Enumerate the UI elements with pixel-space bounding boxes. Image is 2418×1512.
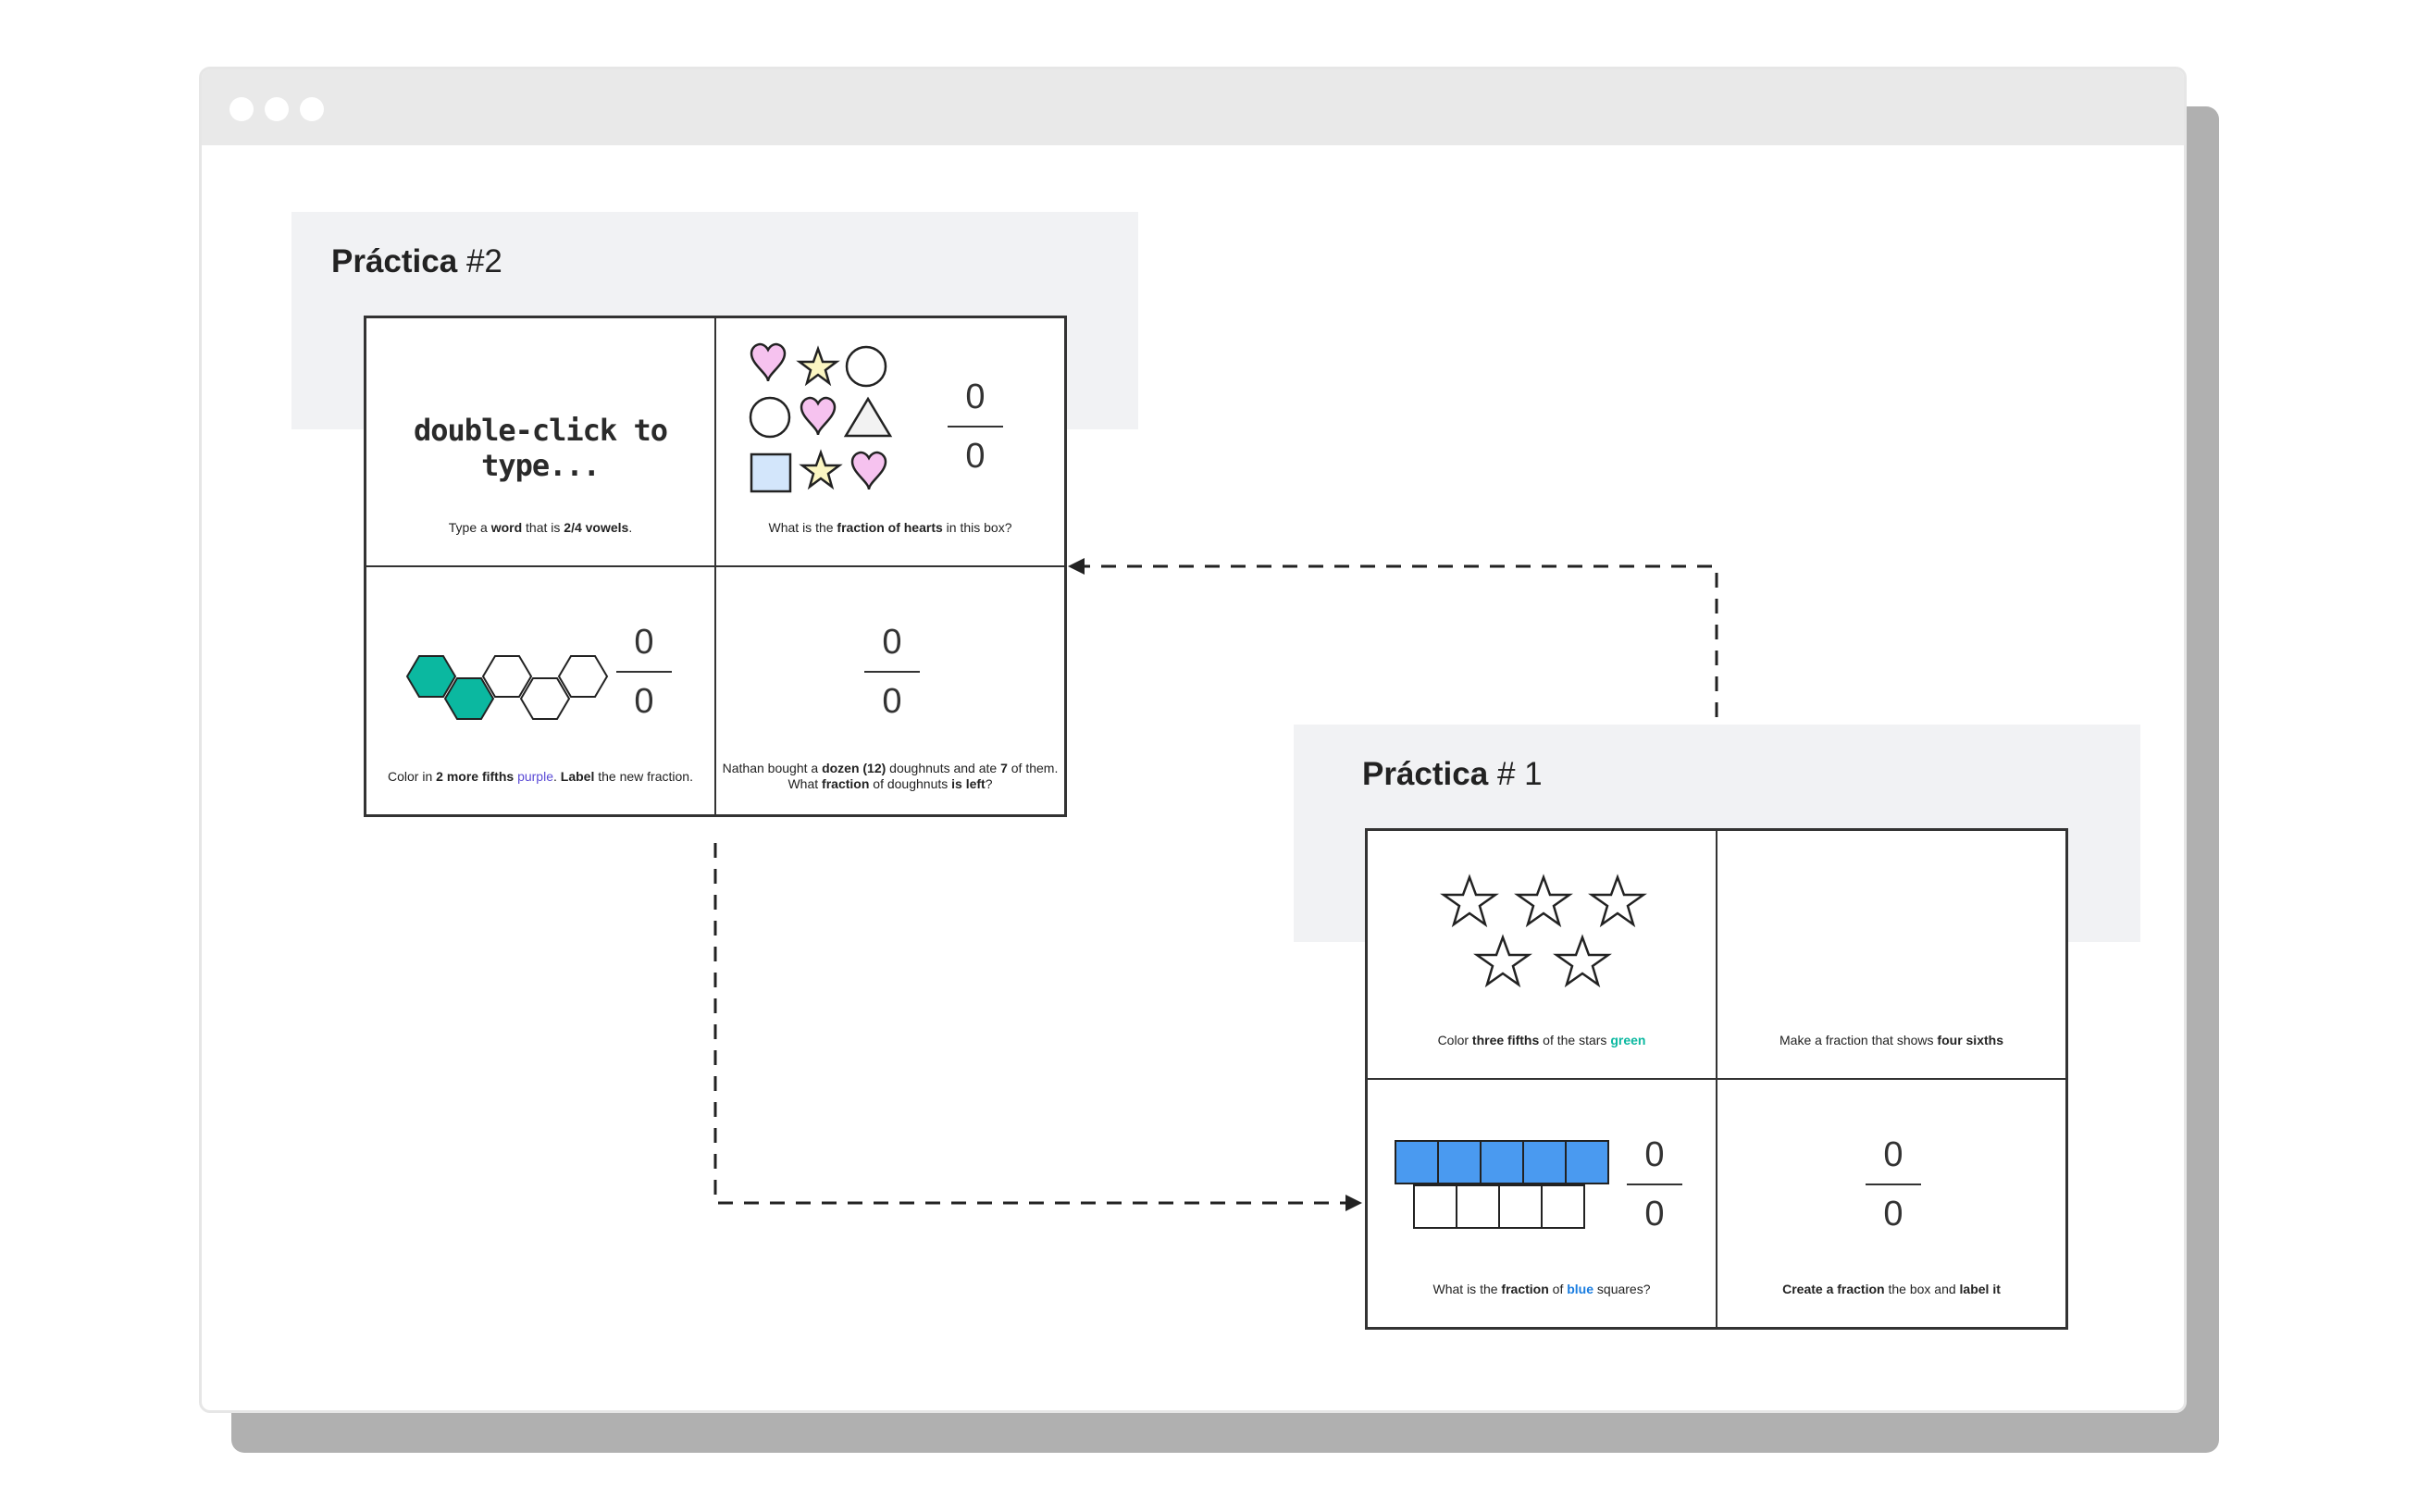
cell-doughnuts[interactable]: 0 0 Nathan bought a dozen (12) doughnuts… — [715, 566, 1065, 815]
square-icon — [1395, 1140, 1439, 1184]
star-icon — [1473, 934, 1532, 988]
numerator[interactable]: 0 — [634, 623, 654, 662]
hexagon-icon — [519, 677, 571, 720]
title-bold: Práctica — [331, 243, 458, 279]
star-icon — [1440, 874, 1499, 928]
window-control-dot[interactable] — [265, 97, 289, 121]
cell-caption: What is the fraction of hearts in this b… — [768, 520, 1012, 535]
fraction-display[interactable]: 0 0 — [864, 619, 920, 725]
fraction-bar — [616, 671, 672, 673]
triangle-icon — [843, 396, 893, 438]
hexagon-icon — [557, 655, 609, 698]
square-icon — [1413, 1184, 1457, 1229]
hexagon-icon — [405, 655, 457, 698]
double-click-text[interactable]: double-click to type... — [414, 413, 668, 483]
cell-fraction-hearts[interactable]: 0 0 What is the fraction of hearts in th… — [715, 317, 1065, 566]
window-control-dot[interactable] — [229, 97, 254, 121]
denominator[interactable]: 0 — [634, 682, 654, 721]
circle-icon — [845, 345, 887, 388]
title-rest: # 1 — [1488, 756, 1543, 792]
practica-2-grid: double-click to type... Type a word that… — [364, 316, 1067, 817]
title-rest: #2 — [457, 243, 502, 279]
cell-caption: What is the fraction of blue squares? — [1432, 1282, 1651, 1296]
stars-group — [1440, 874, 1647, 988]
cell-caption: Create a fraction the box and label it — [1782, 1282, 2001, 1296]
numerator[interactable]: 0 — [882, 623, 902, 662]
numerator[interactable]: 0 — [1883, 1135, 1903, 1174]
fraction-bar — [864, 671, 920, 673]
connector-arrows — [713, 558, 1718, 1211]
arrow-up-left — [1068, 558, 1718, 717]
hexagon-icon — [443, 677, 495, 720]
fraction-bar — [948, 426, 1003, 428]
cell-stars[interactable]: Color three fifths of the stars green — [1367, 830, 1717, 1079]
arrow-down-right — [713, 843, 1362, 1211]
fraction-display[interactable]: 0 0 — [948, 374, 1003, 479]
cell-caption: Type a word that is 2/4 vowels. — [448, 520, 633, 535]
cell-caption: Color in 2 more fifths purple. Label the… — [388, 769, 693, 784]
shapes-group — [749, 342, 893, 493]
fraction-display[interactable]: 0 0 — [1627, 1132, 1682, 1237]
square-icon — [1541, 1184, 1585, 1229]
star-icon — [796, 345, 840, 387]
fraction-bar — [1866, 1184, 1921, 1185]
cell-caption: Nathan bought a dozen (12) doughnuts and… — [722, 761, 1059, 791]
cell-blue-squares[interactable]: 0 0 What is the fraction of blue squares… — [1367, 1079, 1717, 1328]
numerator[interactable]: 0 — [965, 378, 986, 416]
star-icon — [1553, 934, 1612, 988]
cell-hexagons[interactable]: 0 0 Color in 2 more fifths purple. Label… — [366, 566, 715, 815]
practica-1-title: Práctica # 1 — [1362, 756, 1543, 793]
hexagon-group — [405, 655, 609, 720]
browser-window: Práctica #2 double-click to type... Type… — [199, 67, 2187, 1413]
fraction-display[interactable]: 0 0 — [1866, 1132, 1921, 1237]
square-icon — [1522, 1140, 1567, 1184]
denominator[interactable]: 0 — [882, 682, 902, 721]
squares-group — [1395, 1140, 1609, 1229]
numerator[interactable]: 0 — [1644, 1135, 1665, 1174]
practica-1-grid: Color three fifths of the stars green Ma… — [1365, 828, 2068, 1330]
practica-2-title: Práctica #2 — [331, 243, 502, 280]
title-bold: Práctica — [1362, 756, 1489, 792]
title-bar — [202, 69, 2184, 145]
heart-icon — [800, 396, 837, 436]
denominator[interactable]: 0 — [1883, 1195, 1903, 1233]
star-icon — [1588, 874, 1647, 928]
denominator[interactable]: 0 — [965, 437, 986, 476]
window-control-dot[interactable] — [300, 97, 324, 121]
fraction-display[interactable]: 0 0 — [616, 619, 672, 725]
cell-create-fraction[interactable]: 0 0 Create a fraction the box and label … — [1717, 1079, 2066, 1328]
cell-caption: Make a fraction that shows four sixths — [1779, 1033, 2003, 1047]
heart-icon — [750, 342, 787, 382]
cell-type-word[interactable]: double-click to type... Type a word that… — [366, 317, 715, 566]
circle-icon — [749, 396, 791, 439]
hexagon-icon — [481, 655, 533, 698]
square-icon — [750, 452, 792, 493]
heart-icon — [850, 451, 887, 490]
cell-four-sixths[interactable]: Make a fraction that shows four sixths — [1717, 830, 2066, 1079]
cell-caption: Color three fifths of the stars green — [1437, 1033, 1646, 1047]
square-icon — [1565, 1140, 1609, 1184]
star-icon — [799, 449, 843, 490]
fraction-bar — [1627, 1184, 1682, 1185]
square-icon — [1480, 1140, 1524, 1184]
star-icon — [1514, 874, 1573, 928]
denominator[interactable]: 0 — [1644, 1195, 1665, 1233]
